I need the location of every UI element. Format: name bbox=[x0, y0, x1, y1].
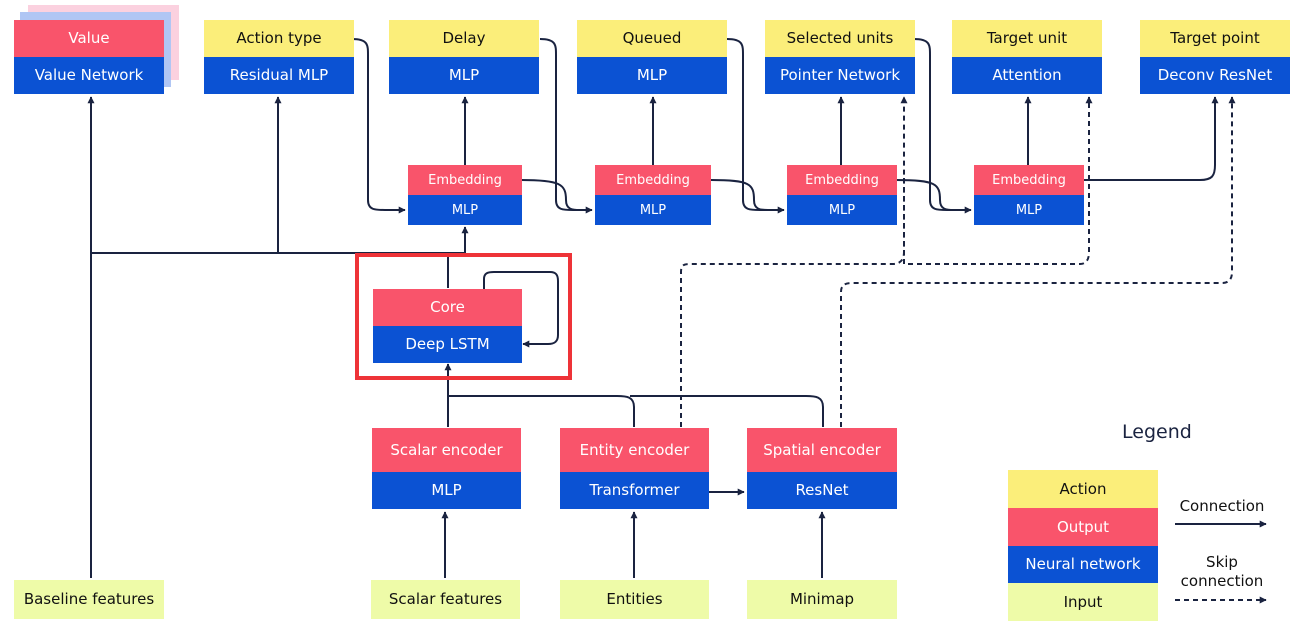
legend-neural-network-swatch: Neural network bbox=[1008, 546, 1158, 583]
minimap-box: Minimap bbox=[747, 580, 897, 619]
target-point-box: Target point bbox=[1140, 20, 1290, 57]
legend-skip-label-line1: Skip bbox=[1206, 553, 1238, 571]
embedding-1-mlp-box: MLP bbox=[408, 195, 522, 225]
action-type-box: Action type bbox=[204, 20, 354, 57]
lstm-recurrent-loop bbox=[483, 271, 559, 348]
queued-box: Queued bbox=[577, 20, 727, 57]
core-to-embedding-line bbox=[448, 226, 469, 254]
deep-lstm-box: Deep LSTM bbox=[373, 326, 522, 363]
baseline-features-box: Baseline features bbox=[14, 580, 164, 619]
spatial-encoder-to-core-line bbox=[630, 395, 824, 427]
entity-encoder-to-core-line bbox=[448, 395, 635, 427]
selected-units-box: Selected units bbox=[765, 20, 915, 57]
legend-title: Legend bbox=[1122, 421, 1192, 443]
deconv-resnet-box: Deconv ResNet bbox=[1140, 57, 1290, 94]
legend-skip-label-line2: connection bbox=[1180, 572, 1264, 590]
spatial-encoder-box: Spatial encoder bbox=[747, 428, 897, 472]
scalar-encoder-box: Scalar encoder bbox=[372, 428, 521, 472]
delay-mlp-box: MLP bbox=[389, 57, 539, 94]
embedding1-to-embedding2-line bbox=[520, 179, 581, 211]
pointer-network-box: Pointer Network bbox=[765, 57, 915, 94]
scalar-features-box: Scalar features bbox=[371, 580, 520, 619]
queued-mlp-box: MLP bbox=[577, 57, 727, 94]
core-box: Core bbox=[373, 289, 522, 326]
embedding-3-mlp-box: MLP bbox=[787, 195, 897, 225]
value-output-box: Value bbox=[14, 20, 164, 57]
legend-input-swatch: Input bbox=[1008, 583, 1158, 621]
embedding4-to-target-point-line bbox=[1084, 96, 1219, 181]
embedding3-to-embedding4-line bbox=[895, 179, 955, 211]
scalar-mlp-box: MLP bbox=[372, 472, 521, 509]
value-network-box: Value Network bbox=[14, 57, 164, 94]
entity-encoder-box: Entity encoder bbox=[560, 428, 709, 472]
spatial-skip-connection bbox=[840, 96, 1236, 427]
attention-box: Attention bbox=[952, 57, 1102, 94]
transformer-box: Transformer bbox=[560, 472, 709, 509]
embedding2-to-embedding3-line bbox=[710, 179, 769, 211]
embedding-3-box: Embedding bbox=[787, 165, 897, 195]
residual-mlp-box: Residual MLP bbox=[204, 57, 354, 94]
entity-skip-to-target-unit bbox=[903, 96, 1093, 265]
core-highlight-frame bbox=[355, 253, 572, 380]
embedding-2-mlp-box: MLP bbox=[595, 195, 711, 225]
delay-to-embedding-line bbox=[539, 38, 593, 214]
core-to-value-line bbox=[87, 96, 449, 288]
embedding-2-box: Embedding bbox=[595, 165, 711, 195]
selected-units-to-embedding-line bbox=[913, 38, 972, 214]
legend-connection-label: Connection bbox=[1179, 497, 1265, 515]
action-type-to-embedding-line bbox=[351, 38, 406, 214]
embedding-4-mlp-box: MLP bbox=[974, 195, 1084, 225]
delay-box: Delay bbox=[389, 20, 539, 57]
embedding-4-box: Embedding bbox=[974, 165, 1084, 195]
entity-skip-connection bbox=[680, 96, 908, 427]
queued-to-embedding-line bbox=[726, 38, 785, 214]
embedding-1-box: Embedding bbox=[408, 165, 522, 195]
legend-output-swatch: Output bbox=[1008, 508, 1158, 546]
target-unit-box: Target unit bbox=[952, 20, 1102, 57]
entities-box: Entities bbox=[560, 580, 709, 619]
legend-action-swatch: Action bbox=[1008, 470, 1158, 508]
resnet-box: ResNet bbox=[747, 472, 897, 509]
